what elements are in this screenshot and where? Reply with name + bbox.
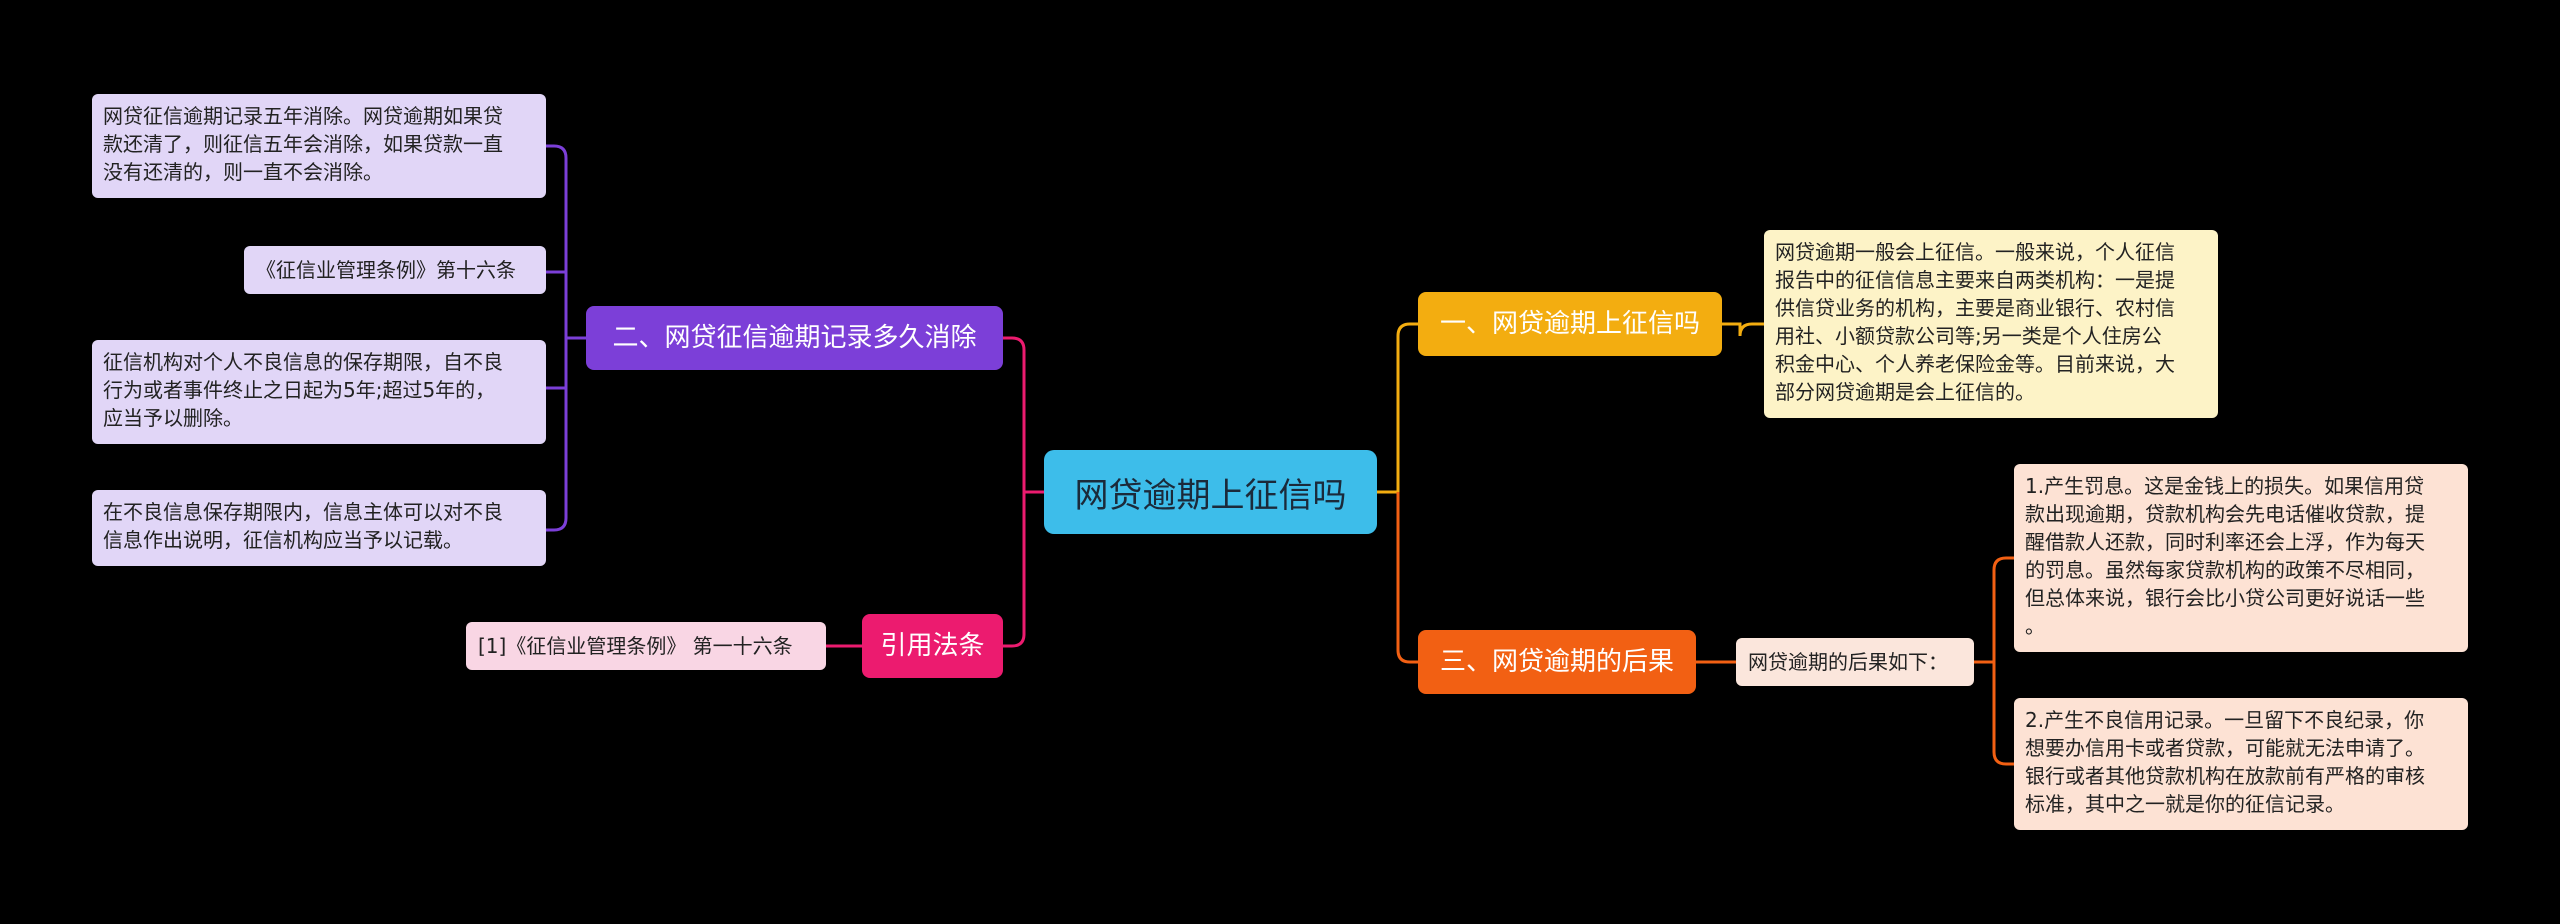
edge-mid-leaves	[1974, 556, 2014, 766]
branch-2-leaf-3[interactable]: 征信机构对个人不良信息的保存期限，自不良 行为或者事件终止之日起为5年;超过5年…	[92, 340, 546, 444]
branch-2-leaf-1[interactable]: 网贷征信逾期记录五年消除。网贷逾期如果贷 款还清了，则征信五年会消除，如果贷款一…	[92, 94, 546, 198]
branch-4-leaf-1[interactable]: [1]《征信业管理条例》 第一十六条	[466, 622, 826, 670]
branch-4-topic[interactable]: 引用法条	[862, 614, 1003, 678]
branch-2-leaf-4[interactable]: 在不良信息保存期限内，信息主体可以对不良 信息作出说明，征信机构应当予以记载。	[92, 490, 546, 566]
edge-root-b4	[1003, 492, 1026, 648]
branch-3-leaf-1[interactable]: 1.产生罚息。这是金钱上的损失。如果信用贷 款出现逾期，贷款机构会先电话催收贷款…	[2014, 464, 2468, 652]
branch-2-leaf-2[interactable]: 《征信业管理条例》第十六条	[244, 246, 546, 294]
branch-3-mid-topic[interactable]: 网贷逾期的后果如下：	[1736, 638, 1974, 686]
root-topic[interactable]: 网贷逾期上征信吗	[1044, 450, 1377, 534]
branch-3-topic[interactable]: 三、网贷逾期的后果	[1418, 630, 1696, 694]
branch-2-topic[interactable]: 二、网贷征信逾期记录多久消除	[586, 306, 1003, 370]
edge-root-b1	[1377, 322, 1418, 494]
edge-root-b3	[1396, 492, 1418, 664]
edge-b1-leaf	[1722, 322, 1764, 337]
branch-1-topic[interactable]: 一、网贷逾期上征信吗	[1418, 292, 1722, 356]
edge-root-b2	[1003, 336, 1044, 494]
branch-3-leaf-2[interactable]: 2.产生不良信用记录。一旦留下不良纪录，你 想要办信用卡或者贷款，可能就无法申请…	[2014, 698, 2468, 830]
edge-b2-leaves	[546, 144, 586, 532]
branch-1-leaf-1[interactable]: 网贷逾期一般会上征信。一般来说，个人征信 报告中的征信信息主要来自两类机构：一是…	[1764, 230, 2218, 418]
